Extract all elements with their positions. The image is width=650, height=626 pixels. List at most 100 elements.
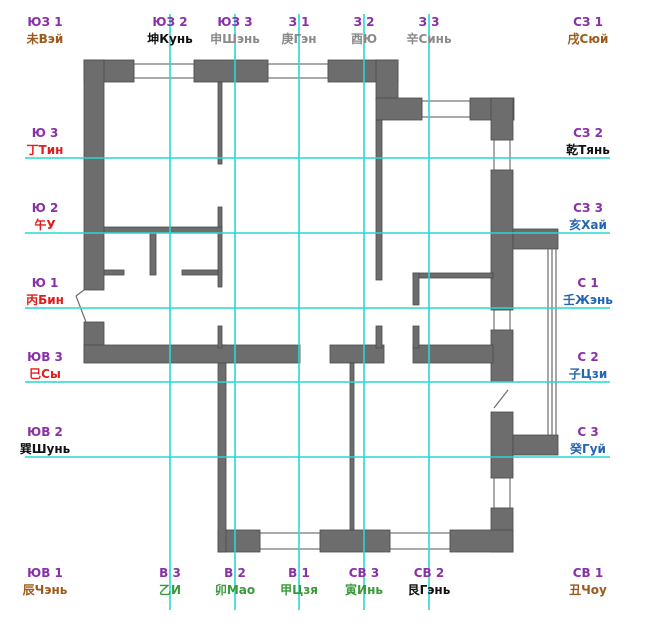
- sector-name: 庚Гэн: [281, 32, 317, 46]
- entry-door-1: [75, 289, 85, 297]
- wall-inner-h: [375, 119, 383, 281]
- window-right-2: [493, 309, 511, 331]
- sector-code: ЮЗ 1: [27, 15, 63, 29]
- sector-label-bottom: ЮВ 1 辰Чэнь: [0, 565, 90, 598]
- sector-name: 未Вэй: [26, 32, 64, 46]
- sector-name: 壬Жэнь: [563, 293, 613, 307]
- wall-inner-f: [181, 269, 223, 276]
- sector-name: 乾Тянь: [566, 143, 610, 157]
- window-top-2: [267, 63, 329, 79]
- sector-name: 申Шэнь: [210, 32, 260, 46]
- window-bottom-2: [389, 532, 451, 550]
- sector-code: З 1: [288, 15, 310, 29]
- sector-name: 丙Бин: [26, 293, 64, 307]
- wall-inner-e: [103, 269, 125, 276]
- wall-inner-c: [103, 226, 223, 234]
- wall-inner-g: [217, 232, 223, 288]
- sector-code: СВ 1: [572, 566, 604, 580]
- sector-code: ЮЗ 2: [152, 15, 188, 29]
- wall-right-mid-1: [490, 169, 514, 311]
- sector-name: 子Цзи: [568, 367, 608, 381]
- sector-label-top: З 3 辛Синь: [384, 14, 474, 47]
- sector-code: Ю 2: [31, 201, 59, 215]
- sector-code: С 1: [577, 276, 599, 290]
- sector-label-left: ЮВ 2 巽Шунь: [0, 424, 90, 457]
- sector-label-right: СЗ 3 亥Хай: [543, 200, 633, 233]
- sector-label-top: ЮЗ 2 坤Кунь: [125, 14, 215, 47]
- sector-label-right: С 3 癸Гуй: [543, 424, 633, 457]
- sector-label-bottom: СВ 1 丑Чоу: [543, 565, 633, 598]
- sector-code: З 2: [353, 15, 375, 29]
- sector-label-left: Ю 3 丁Тин: [0, 125, 90, 158]
- sector-name: 丁Тин: [26, 143, 64, 157]
- sector-code: Ю 1: [31, 276, 59, 290]
- sector-label-bottom: В 1 甲Цзя: [254, 565, 344, 598]
- sector-label-right: С 1 壬Жэнь: [543, 275, 633, 308]
- wall-right-upper: [490, 97, 514, 141]
- wall-right-mid-2: [490, 329, 514, 383]
- wall-corridor-left: [83, 344, 301, 364]
- sector-code: С 3: [577, 425, 599, 439]
- sector-code: С 2: [577, 350, 599, 364]
- sector-code: ЮВ 3: [27, 350, 63, 364]
- window-top-1: [133, 63, 195, 79]
- entry-door-2: [75, 295, 87, 323]
- wall-inner-k: [217, 325, 223, 349]
- wall-inner-l: [375, 325, 383, 349]
- sector-code: СЗ 1: [573, 15, 603, 29]
- wall-inner-d: [149, 232, 157, 276]
- sector-name: 卯Мао: [214, 583, 256, 597]
- sector-code: СВ 2: [413, 566, 445, 580]
- sector-label-top: ЮЗ 1 未Вэй: [0, 14, 90, 47]
- sector-name: 酉Ю: [350, 32, 378, 46]
- sector-name: 癸Гуй: [570, 442, 606, 456]
- sector-code: ЮВ 2: [27, 425, 63, 439]
- wall-bottom-2: [319, 529, 391, 553]
- sector-code: В 3: [159, 566, 181, 580]
- sector-name: 寅Инь: [345, 583, 383, 597]
- sector-code: В 1: [288, 566, 310, 580]
- sector-code: СЗ 2: [573, 126, 603, 140]
- window-bottom-1: [259, 532, 321, 550]
- window-right-1: [493, 139, 511, 171]
- sector-label-left: Ю 2 午У: [0, 200, 90, 233]
- wall-balcony-top: [512, 228, 559, 250]
- wall-lower-left: [217, 344, 227, 553]
- sector-code: В 2: [224, 566, 246, 580]
- sector-name: 巳Сы: [29, 367, 61, 381]
- wall-inner-j: [412, 272, 420, 306]
- sector-label-right: СЗ 2 乾Тянь: [543, 125, 633, 158]
- wall-left-upper: [83, 59, 105, 291]
- sector-name: 乙И: [158, 583, 182, 597]
- sector-label-bottom: СВ 3 寅Инь: [319, 565, 409, 598]
- wall-inner-a: [217, 81, 223, 165]
- sector-name: 午У: [34, 218, 56, 232]
- sector-label-top: З 2 酉Ю: [319, 14, 409, 47]
- sector-name: 戌Сюй: [567, 32, 609, 46]
- sector-code: СВ 3: [348, 566, 380, 580]
- wall-inner-n: [349, 362, 355, 531]
- sector-name: 艮Гэнь: [407, 583, 451, 597]
- wall-balcony-bottom: [512, 434, 559, 456]
- sector-name: 辰Чэнь: [22, 583, 68, 597]
- sector-code: З 3: [418, 15, 440, 29]
- sector-code: ЮВ 1: [27, 566, 63, 580]
- sector-code: СЗ 3: [573, 201, 603, 215]
- wall-bottom-3: [449, 529, 514, 553]
- sector-label-left: ЮВ 3 巳Сы: [0, 349, 90, 382]
- sector-label-top: ЮЗ 3 申Шэнь: [190, 14, 280, 47]
- sector-name: 巽Шунь: [19, 442, 71, 456]
- wall-right-lower: [490, 411, 514, 479]
- wall-top-mid: [193, 59, 269, 83]
- sector-code: ЮЗ 3: [217, 15, 253, 29]
- window-right-top: [421, 100, 471, 118]
- wall-corridor-right: [412, 344, 494, 364]
- sector-label-top: З 1 庚Гэн: [254, 14, 344, 47]
- sector-name: 丑Чоу: [569, 583, 607, 597]
- window-right-3: [493, 477, 511, 509]
- balcony-door: [493, 389, 509, 409]
- wall-corridor-mid: [329, 344, 385, 364]
- wall-corner-top-right: [375, 59, 399, 101]
